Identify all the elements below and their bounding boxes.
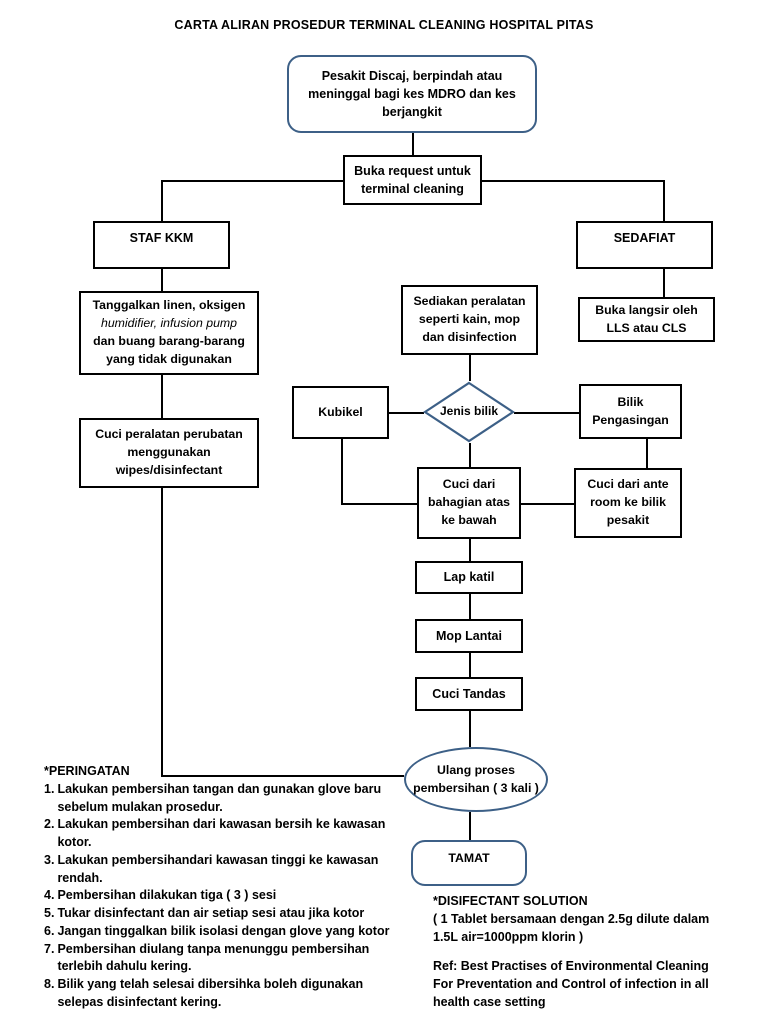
peringatan-item-4-text: Pembersihan dilakukan tiga ( 3 ) sesi bbox=[57, 888, 277, 903]
connector-staf-to-tanggalkan bbox=[161, 269, 163, 291]
peringatan-item-1: 1. Lakukan pembersihan tangan dan gunaka… bbox=[44, 781, 394, 817]
connector-bilik-down bbox=[646, 439, 648, 468]
connector-down-sedafiat bbox=[663, 180, 665, 221]
node-staf-kkm[interactable]: STAF KKM bbox=[93, 221, 230, 269]
node-tanggalkan-line2: humidifier, infusion pump bbox=[100, 316, 238, 331]
node-ulang-proses[interactable]: Ulang proses pembersihan ( 3 kali ) bbox=[404, 747, 548, 812]
reference-line2: For Preventation and Control of infectio… bbox=[433, 976, 709, 991]
node-tamat-label: TAMAT bbox=[448, 851, 490, 865]
node-buka-request-label: Buka request untuk terminal cleaning bbox=[354, 163, 471, 196]
connector-request-right bbox=[482, 180, 664, 182]
node-tanggalkan-line3: dan buang barang-barang bbox=[93, 334, 245, 348]
connector-cuci-down bbox=[161, 488, 163, 777]
connector-kubikel-to-cuciatas bbox=[341, 503, 417, 505]
connector-tanggalkan-to-cuci bbox=[161, 375, 163, 418]
node-mop-lantai[interactable]: Mop Lantai bbox=[415, 619, 523, 653]
peringatan-item-5: 5. Tukar disinfectant dan air setiap ses… bbox=[44, 905, 394, 923]
page-title: CARTA ALIRAN PROSEDUR TERMINAL CLEANING … bbox=[174, 18, 594, 32]
node-cuci-bahagian-atas[interactable]: Cuci dari bahagian atas ke bawah bbox=[417, 467, 521, 539]
node-sediakan-peralatan[interactable]: Sediakan peralatan seperti kain, mop dan… bbox=[401, 285, 538, 355]
node-ulang-proses-label: Ulang proses pembersihan ( 3 kali ) bbox=[413, 762, 539, 795]
connector-lapkatil-to-mop bbox=[469, 594, 471, 619]
node-sedafiat[interactable]: SEDAFIAT bbox=[576, 221, 713, 269]
connector-diamond-to-kubikel bbox=[388, 412, 424, 414]
node-kubikel-label: Kubikel bbox=[318, 404, 363, 419]
peringatan-item-5-number: 5. bbox=[44, 906, 55, 920]
connector-diamond-to-cuciatas bbox=[469, 443, 471, 467]
node-buka-langsir-label: Buka langsir oleh LLS atau CLS bbox=[595, 302, 698, 335]
peringatan-item-6: 6. Jangan tinggalkan bilik isolasi denga… bbox=[44, 923, 394, 941]
peringatan-item-2-number: 2. bbox=[44, 817, 55, 832]
peringatan-item-1-text: Lakukan pembersihan tangan dan gunakan g… bbox=[57, 781, 382, 814]
peringatan-item-8-number: 8. bbox=[44, 977, 55, 991]
connector-start-to-request bbox=[412, 133, 414, 155]
connector-tandas-to-ellipse bbox=[469, 711, 471, 747]
node-cuci-tandas[interactable]: Cuci Tandas bbox=[415, 677, 523, 711]
disinfectant-note-line2: 1.5L air=1000ppm klorin ) bbox=[433, 929, 584, 944]
node-sedafiat-label: SEDAFIAT bbox=[613, 231, 676, 245]
connector-cuciatas-to-lapkatil bbox=[469, 539, 471, 561]
node-lap-katil-label: Lap katil bbox=[443, 570, 495, 585]
peringatan-item-7-number: 7. bbox=[44, 941, 55, 956]
connector-sediakan-to-diamond bbox=[469, 355, 471, 381]
peringatan-item-4-number: 4. bbox=[44, 888, 55, 903]
node-cuci-ante-room[interactable]: Cuci dari ante room ke bilik pesakit bbox=[574, 468, 682, 538]
peringatan-item-2: 2. Lakukan pembersihan dari kawasan bers… bbox=[44, 816, 394, 852]
peringatan-item-7-text: Pembersihan diulang tanpa menunggu pembe… bbox=[57, 941, 370, 974]
diamond-shape-icon bbox=[423, 381, 515, 443]
node-lap-katil[interactable]: Lap katil bbox=[415, 561, 523, 594]
node-cuci-ante-room-label: Cuci dari ante room ke bilik pesakit bbox=[587, 477, 669, 527]
peringatan-item-7: 7. Pembersihan diulang tanpa menunggu pe… bbox=[44, 941, 394, 977]
peringatan-item-1-number: 1. bbox=[44, 781, 55, 796]
node-cuci-peralatan[interactable]: Cuci peralatan perubatan menggunakan wip… bbox=[79, 418, 259, 488]
peringatan-item-4: 4. Pembersihan dilakukan tiga ( 3 ) sesi bbox=[44, 887, 394, 905]
node-tanggalkan-line1: Tanggalkan linen, oksigen bbox=[92, 298, 246, 313]
reference-line1: Ref: Best Practises of Environmental Cle… bbox=[433, 959, 709, 973]
node-bilik-pengasingan-label: Bilik Pengasingan bbox=[592, 394, 669, 427]
connector-down-staf bbox=[161, 180, 163, 221]
connector-mop-to-tandas bbox=[469, 653, 471, 677]
connector-ellipse-to-tamat bbox=[469, 812, 471, 840]
connector-request-left bbox=[161, 180, 343, 182]
connector-cuciatas-to-ante bbox=[521, 503, 574, 505]
connector-sedafiat-to-langsir bbox=[663, 269, 665, 297]
peringatan-item-6-text: Jangan tinggalkan bilik isolasi dengan g… bbox=[57, 923, 390, 938]
node-cuci-peralatan-label: Cuci peralatan perubatan menggunakan wip… bbox=[95, 427, 243, 477]
node-kubikel[interactable]: Kubikel bbox=[292, 386, 389, 439]
disinfectant-note-line1: ( 1 Tablet bersamaan dengan 2.5g dilute … bbox=[433, 911, 710, 926]
node-tamat[interactable]: TAMAT bbox=[411, 840, 527, 886]
peringatan-heading: *PERINGATAN bbox=[44, 764, 130, 778]
disinfectant-note-block: *DISIFECTANT SOLUTION ( 1 Tablet bersama… bbox=[433, 893, 753, 946]
node-tanggalkan-line4: yang tidak digunakan bbox=[106, 351, 232, 366]
node-start[interactable]: Pesakit Discaj, berpindah atau meninggal… bbox=[287, 55, 537, 133]
peringatan-item-5-text: Tukar disinfectant dan air setiap sesi a… bbox=[57, 906, 365, 920]
reference-line3: health case setting bbox=[433, 994, 546, 1009]
node-cuci-bahagian-atas-label: Cuci dari bahagian atas ke bawah bbox=[427, 477, 510, 527]
peringatan-item-3-text: Lakukan pembersihandari kawasan tinggi k… bbox=[57, 852, 379, 885]
node-staf-kkm-label: STAF KKM bbox=[129, 231, 194, 245]
peringatan-item-8-text: Bilik yang telah selesai dibersihka bole… bbox=[57, 977, 364, 1009]
connector-diamond-to-bilik bbox=[514, 412, 579, 414]
connector-cuci-to-ellipse bbox=[161, 775, 404, 777]
node-tanggalkan-linen[interactable]: Tanggalkan linen, oksigen humidifier, in… bbox=[79, 291, 259, 375]
node-cuci-tandas-label: Cuci Tandas bbox=[432, 686, 506, 701]
node-start-label: Pesakit Discaj, berpindah atau meninggal… bbox=[308, 68, 516, 120]
peringatan-item-6-number: 6. bbox=[44, 923, 55, 938]
node-jenis-bilik-label: Jenis bilik bbox=[439, 404, 499, 419]
peringatan-item-3: 3. Lakukan pembersihandari kawasan tingg… bbox=[44, 852, 394, 888]
reference-block: Ref: Best Practises of Environmental Cle… bbox=[433, 958, 763, 1011]
peringatan-item-8: 8. Bilik yang telah selesai dibersihka b… bbox=[44, 976, 394, 1012]
node-bilik-pengasingan[interactable]: Bilik Pengasingan bbox=[579, 384, 682, 439]
peringatan-item-2-text: Lakukan pembersihan dari kawasan bersih … bbox=[57, 817, 386, 849]
node-mop-lantai-label: Mop Lantai bbox=[436, 628, 502, 643]
peringatan-item-3-number: 3. bbox=[44, 852, 55, 867]
node-sediakan-peralatan-label: Sediakan peralatan seperti kain, mop dan… bbox=[413, 294, 526, 344]
peringatan-block: *PERINGATAN 1. Lakukan pembersihan tanga… bbox=[44, 763, 394, 1012]
node-buka-langsir[interactable]: Buka langsir oleh LLS atau CLS bbox=[578, 297, 715, 342]
node-buka-request[interactable]: Buka request untuk terminal cleaning bbox=[343, 155, 482, 205]
node-jenis-bilik[interactable]: Jenis bilik bbox=[423, 381, 515, 443]
disinfectant-note-heading: *DISIFECTANT SOLUTION bbox=[433, 894, 588, 908]
connector-kubikel-down bbox=[341, 439, 343, 503]
